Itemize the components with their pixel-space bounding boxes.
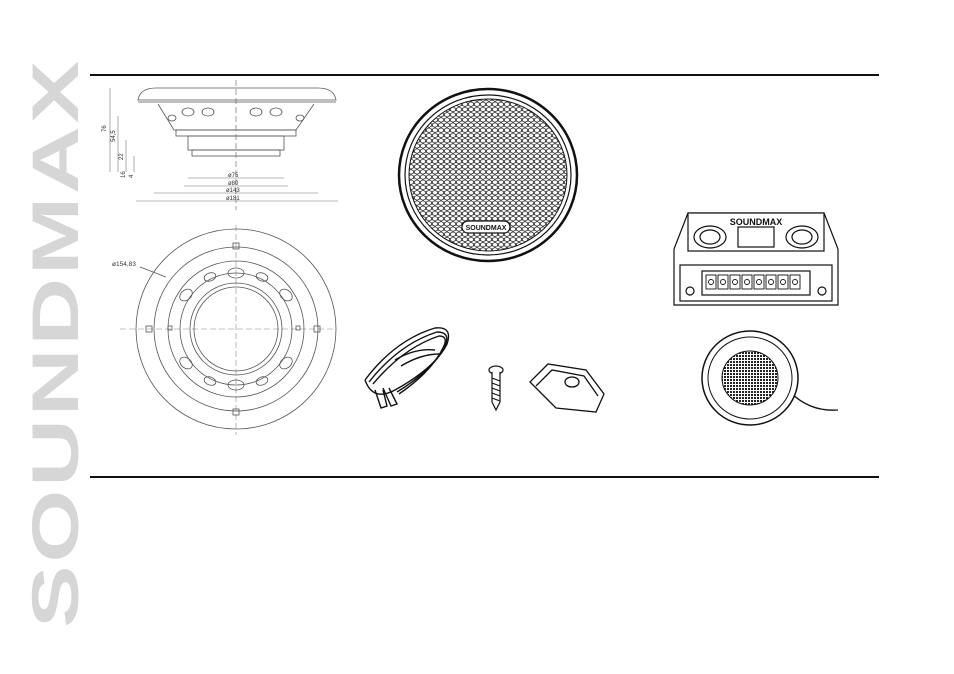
mounting-screw xyxy=(486,364,506,412)
dim-d181: ø181 xyxy=(226,196,240,202)
dim-4: 4 xyxy=(129,174,135,178)
dim-d75: ø75 xyxy=(228,173,239,179)
grille-logo: SOUNDMAX xyxy=(466,225,507,232)
speaker-grille: SOUNDMAX xyxy=(396,86,580,264)
speaker-side-drawing: 76 54,5 22 16 4 ø75 ø80 ø143 ø181 xyxy=(96,80,346,210)
dim-d80: ø80 xyxy=(228,181,239,187)
speaker-front-drawing: ø154,83 xyxy=(100,225,340,435)
dim-d143: ø143 xyxy=(226,188,240,194)
speaker-wire xyxy=(355,320,465,415)
crossover-logo: SOUNDMAX xyxy=(730,217,783,227)
dim-d154-83: ø154,83 xyxy=(112,261,136,268)
brand-wordmark: SOUNDMAX xyxy=(20,50,90,630)
dim-16: 16 xyxy=(121,171,127,178)
tweeter xyxy=(700,328,846,430)
bottom-rule xyxy=(90,476,879,478)
mounting-clip xyxy=(526,360,610,416)
dim-22: 22 xyxy=(119,153,125,160)
dim-54-5: 54,5 xyxy=(111,130,117,142)
brand-wordmark-text: SOUNDMAX xyxy=(20,58,90,628)
dim-76: 76 xyxy=(102,125,108,132)
crossover-unit: SOUNDMAX xyxy=(668,205,844,317)
top-rule xyxy=(90,74,879,76)
